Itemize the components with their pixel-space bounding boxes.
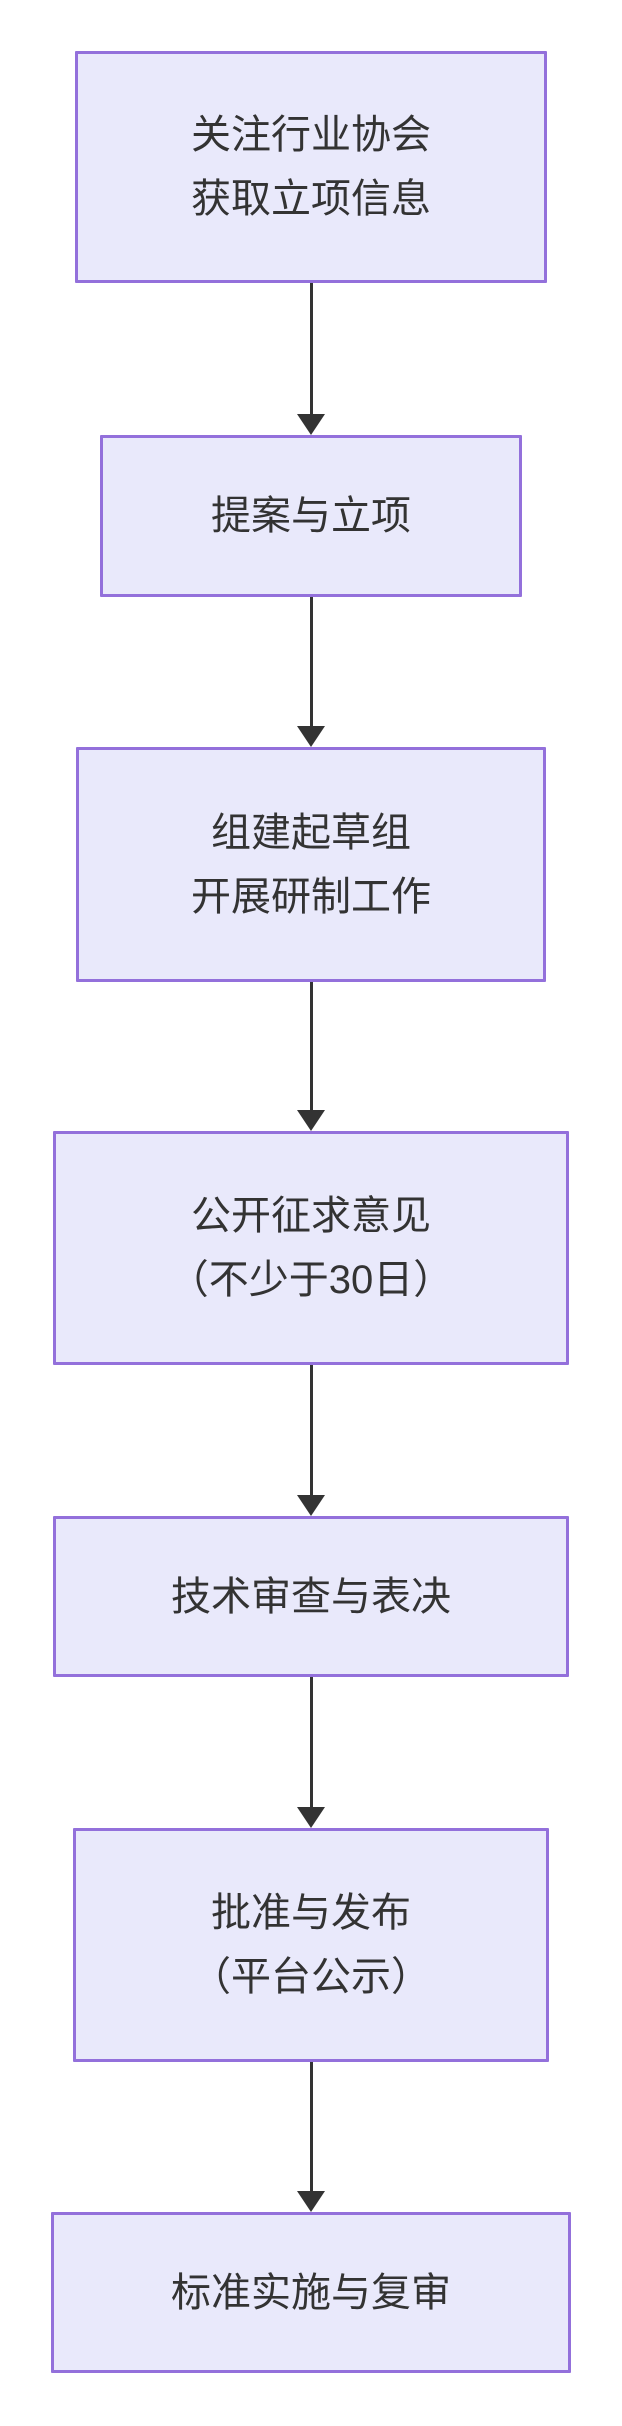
node-text-line: 标准实施与复审 (171, 2270, 451, 2315)
flow-arrow-6 (297, 2062, 325, 2212)
arrow-head-icon (297, 1807, 325, 1828)
node-text-line: 获取立项信息 (191, 177, 431, 221)
flow-arrow-5 (297, 1677, 325, 1828)
flow-node-proposal: 提案与立项 (100, 435, 522, 597)
arrow-head-icon (297, 1495, 325, 1516)
node-text-line: 开展研制工作 (191, 874, 431, 919)
node-text-line: 组建起草组 (211, 810, 411, 855)
arrow-line (309, 597, 313, 726)
flow-arrow-1 (297, 283, 325, 435)
arrow-head-icon (297, 1110, 325, 1131)
arrow-line (309, 1365, 313, 1495)
node-text-line: （不少于30日） (168, 1258, 454, 1302)
flow-node-implementation-review: 标准实施与复审 (51, 2212, 571, 2373)
flow-node-technical-review: 技术审查与表决 (53, 1516, 569, 1677)
flow-arrow-3 (297, 982, 325, 1131)
flow-node-approval-publication: 批准与发布 （平台公示） (73, 1828, 549, 2062)
arrow-head-icon (297, 2191, 325, 2212)
node-text-line: 批准与发布 (211, 1891, 411, 1935)
flow-node-info-gathering: 关注行业协会 获取立项信息 (75, 51, 547, 283)
arrow-line (309, 1677, 313, 1807)
flow-arrow-2 (297, 597, 325, 747)
arrow-line (309, 982, 313, 1110)
node-text-line: 技术审查与表决 (171, 1574, 451, 1619)
arrow-line (309, 283, 313, 414)
flow-node-public-comment: 公开征求意见 （不少于30日） (53, 1131, 569, 1365)
node-text-line: 提案与立项 (211, 494, 411, 538)
node-text-line: （平台公示） (191, 1955, 431, 1999)
node-text-line: 公开征求意见 (191, 1194, 431, 1238)
arrow-line (309, 2062, 313, 2191)
flow-node-drafting-group: 组建起草组 开展研制工作 (76, 747, 546, 982)
node-text-line: 关注行业协会 (191, 113, 431, 157)
arrow-head-icon (297, 726, 325, 747)
arrow-head-icon (297, 414, 325, 435)
flow-arrow-4 (297, 1365, 325, 1516)
